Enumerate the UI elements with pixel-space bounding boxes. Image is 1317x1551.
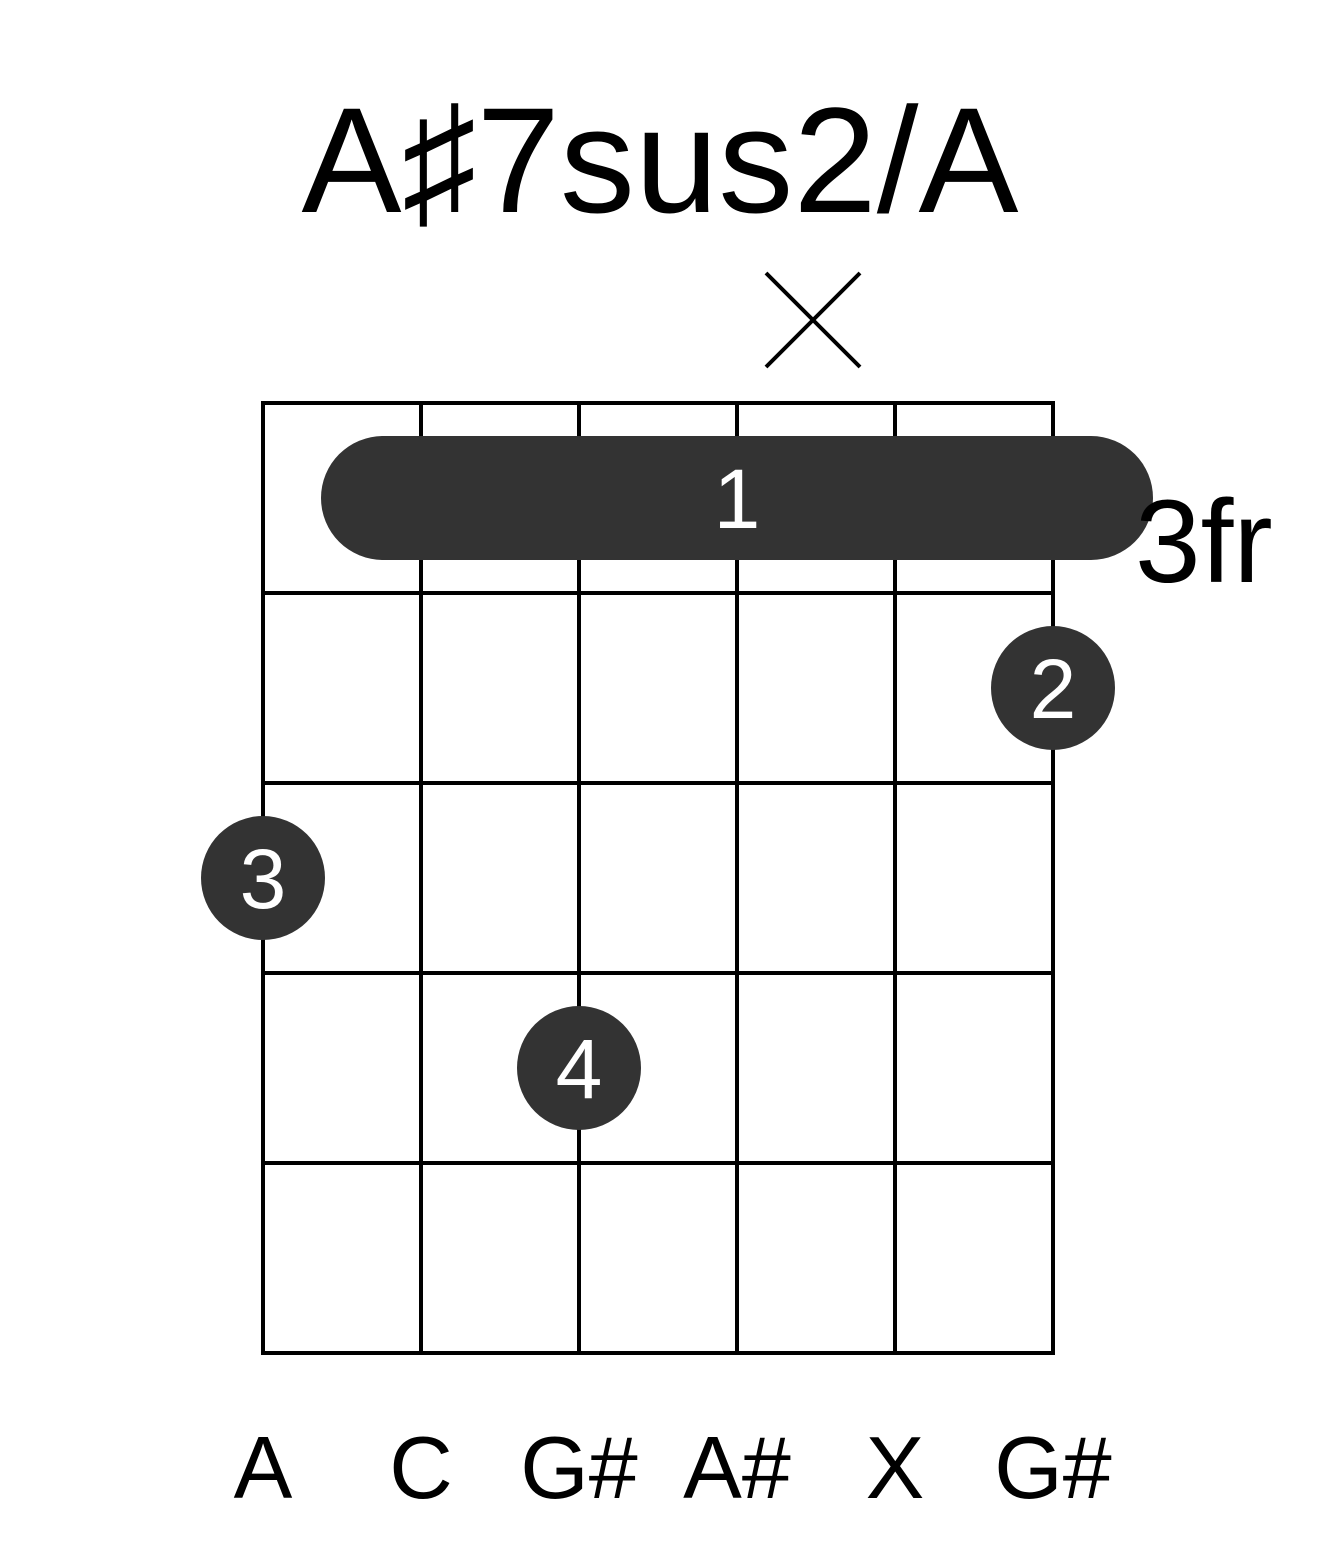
finger-number: 3 <box>240 832 287 926</box>
string-note-label: X <box>866 1418 925 1517</box>
string-note-label: C <box>389 1418 453 1517</box>
finger-dot <box>991 626 1115 750</box>
barre-bar <box>321 436 1153 560</box>
finger-dot <box>201 816 325 940</box>
finger-number: 2 <box>1030 642 1077 736</box>
mute-x-icon <box>764 271 862 369</box>
start-fret-label: 3fr <box>1135 476 1273 608</box>
fretboard-grid <box>261 401 1055 1355</box>
finger-number: 4 <box>556 1022 603 1116</box>
finger-positions: 1 2 3 4 <box>201 436 1153 1130</box>
string-note-label: G# <box>520 1418 637 1517</box>
string-note-label: A# <box>683 1418 791 1517</box>
string-note-label: A <box>234 1418 293 1517</box>
chord-title: A♯7sus2/A <box>301 76 1018 244</box>
string-note-label: G# <box>994 1418 1111 1517</box>
finger-dot <box>517 1006 641 1130</box>
barre-finger-number: 1 <box>714 452 761 546</box>
mute-markers <box>764 271 862 369</box>
